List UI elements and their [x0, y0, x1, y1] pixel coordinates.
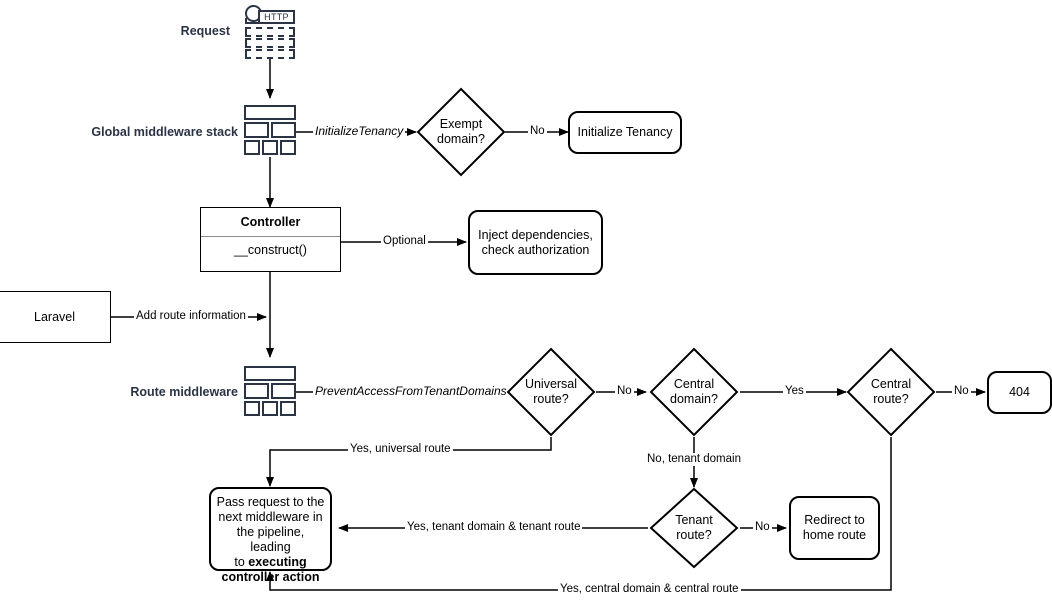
node-initialize-tenancy[interactable]: Initialize Tenancy [568, 111, 682, 154]
central-domain-line2: domain? [670, 392, 718, 406]
universal-route-line2: route? [533, 392, 569, 406]
node-404[interactable]: 404 [987, 371, 1052, 414]
request-stem-icon [245, 18, 259, 24]
route-stack-bar-bot-3 [280, 401, 296, 416]
stack-bar-mid-left [244, 122, 269, 138]
edge-label-yes-universal-route: Yes, universal route [348, 443, 453, 456]
decision-central-domain[interactable]: Central domain? [649, 347, 739, 437]
controller-constructor: __construct() [234, 243, 307, 257]
tenant-route-line2: route? [676, 528, 712, 542]
decision-exempt-domain-text: Exempt domain? [416, 87, 506, 177]
route-stack-bar-bot-2 [262, 401, 278, 416]
stage-label-global-middleware: Global middleware stack [91, 125, 238, 139]
pass-request-bold2: controller action [221, 570, 320, 584]
route-stack-bar-top [244, 366, 296, 381]
central-route-line2: route? [873, 392, 909, 406]
decision-universal-route-text: Universal route? [506, 347, 596, 437]
stack-bar-bot-3 [280, 140, 296, 155]
decision-tenant-route-text: Tenant route? [649, 487, 739, 569]
exempt-domain-line1: Exempt [439, 117, 483, 131]
node-laravel[interactable]: Laravel [0, 291, 111, 343]
decision-tenant-route[interactable]: Tenant route? [649, 487, 739, 569]
edge-label-tenant-route-no: No [753, 521, 772, 534]
edge-label-yes-tenant-domain-tenant-route: Yes, tenant domain & tenant route [405, 521, 583, 534]
pass-request-line3: the pipeline, leading [236, 525, 305, 554]
decision-central-domain-text: Central domain? [649, 347, 739, 437]
edge-label-central-domain-yes: Yes [783, 385, 806, 398]
pass-request-line1: Pass request to the [216, 495, 325, 509]
node-redirect-home[interactable]: Redirect to home route [789, 496, 880, 560]
route-stack-bar-bot-1 [244, 401, 260, 416]
node-pass-request[interactable]: Pass request to the next middleware in t… [209, 487, 332, 584]
central-route-line1: Central [870, 377, 912, 391]
decision-central-route[interactable]: Central route? [846, 347, 936, 437]
decision-exempt-domain[interactable]: Exempt domain? [416, 87, 506, 177]
http-label-box: HTTP [258, 10, 295, 24]
edge-label-central-route-no: No [952, 385, 971, 398]
route-stack-bar-mid-left [244, 383, 269, 399]
request-dash-row-3 [245, 49, 295, 59]
node-inject-dependencies[interactable]: Inject dependencies, check authorization [468, 210, 603, 275]
middleware-stack-icon-route [244, 366, 296, 416]
middleware-stack-icon-global [244, 105, 296, 155]
decision-universal-route[interactable]: Universal route? [506, 347, 596, 437]
stage-label-route-middleware: Route middleware [130, 385, 238, 399]
pass-request-bold1: executing [248, 555, 307, 569]
central-domain-line1: Central [673, 377, 715, 391]
request-dash-row-2 [245, 38, 295, 48]
edge-label-yes-central-domain-central-route: Yes, central domain & central route [558, 583, 741, 596]
stack-bar-bot-1 [244, 140, 260, 155]
edge-label-optional: Optional [381, 235, 428, 248]
edge-label-add-route-information: Add route information [134, 310, 248, 323]
pass-request-line2: next middleware in [218, 510, 323, 524]
route-stack-bar-mid-right [271, 383, 296, 399]
edge-label-initialize-tenancy-middleware: InitializeTenancy [313, 124, 406, 138]
universal-route-line1: Universal [524, 377, 578, 391]
edge-label-no-tenant-domain: No, tenant domain [645, 453, 743, 466]
exempt-domain-line2: domain? [437, 132, 485, 146]
stack-bar-mid-right [271, 122, 296, 138]
http-request-icon: HTTP [244, 4, 296, 59]
stack-bar-bot-2 [262, 140, 278, 155]
request-dash-row-1 [245, 27, 295, 37]
node-controller[interactable]: Controller __construct() [200, 207, 341, 272]
controller-title: Controller [201, 208, 340, 237]
decision-central-route-text: Central route? [846, 347, 936, 437]
edge-label-prevent-access-middleware: PreventAccessFromTenantDomains [313, 384, 509, 398]
tenant-route-line1: Tenant [675, 513, 713, 527]
pass-request-line4: to [234, 555, 249, 569]
edge-label-exempt-no: No [528, 125, 547, 138]
stage-label-request: Request [180, 24, 230, 38]
stack-bar-top [244, 105, 296, 120]
edge-label-universal-no: No [615, 385, 634, 398]
